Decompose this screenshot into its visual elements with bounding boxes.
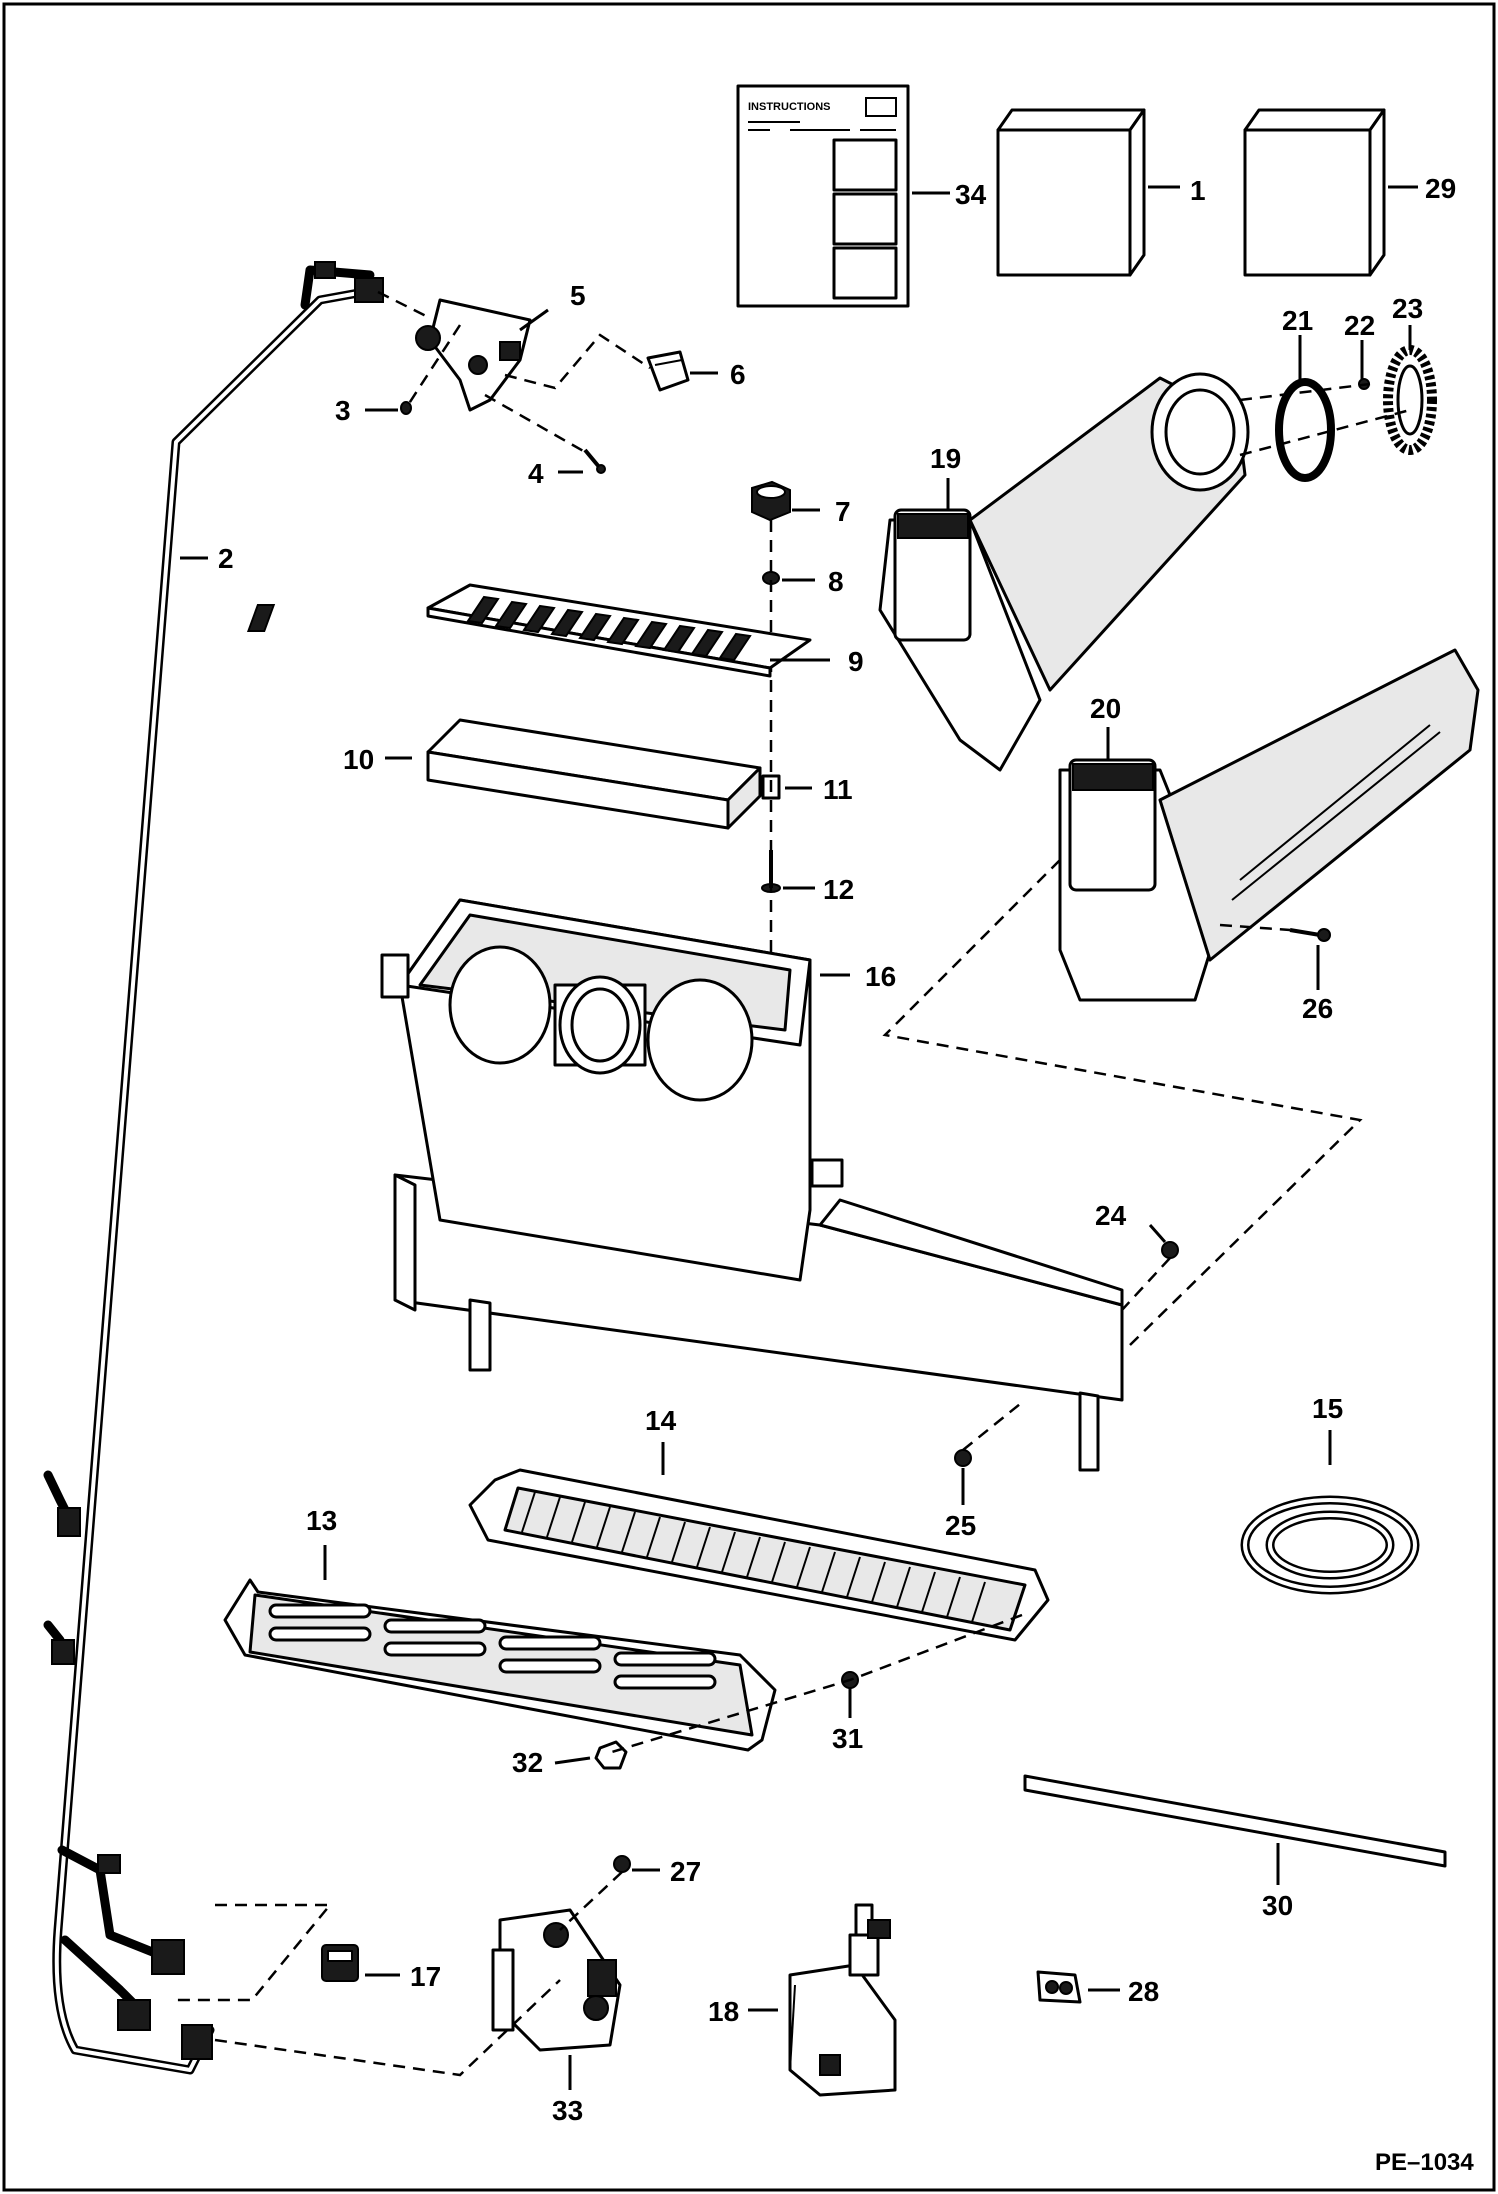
callout-3: 3 [335,395,351,426]
nut-part-27 [613,1855,631,1873]
screw-part-26 [1289,928,1331,942]
dash-ring-22 [1239,382,1371,402]
dash-wire-to-switch [377,290,431,320]
callout-13: 13 [306,1505,337,1536]
callout-14: 14 [645,1405,677,1436]
panel-part-13 [223,1578,777,1752]
duct-part-20 [1058,648,1480,1002]
dash-ring-23 [1239,408,1411,457]
callout-8: 8 [828,566,844,597]
callout-12: 12 [823,874,854,905]
dash-bolt-4 [484,393,586,454]
leader-lines [180,185,1418,2090]
callout-10: 10 [343,744,374,775]
dash-relay-loop [170,1903,333,2002]
blower-housing [380,898,1124,1472]
callout-24: 24 [1095,1200,1127,1231]
hose-part-15 [1240,1495,1420,1595]
callout-33: 33 [552,2095,583,2126]
bolt-part-4 [583,448,606,474]
callout-27: 27 [670,1856,701,1887]
callout-26: 26 [1302,993,1333,1024]
clip-part-28 [1036,1970,1082,2004]
callout-25: 25 [945,1510,976,1541]
dash-valve-27 [559,1871,623,1931]
dash-nut-25 [962,1399,1026,1451]
ring-part-21 [1275,378,1335,482]
knob-part-6 [646,350,690,392]
strip-part-30 [1023,1774,1447,1868]
callout-32: 32 [512,1747,543,1778]
nut-part-24 [1161,1241,1179,1259]
dash-screw-3 [406,324,462,406]
valve-part-18 [788,1903,897,2097]
duct-part-19 [878,372,1250,772]
cap-part-7 [751,480,791,522]
callout-labels: 1 2 3 4 5 6 7 8 9 10 11 12 13 14 15 16 1… [218,173,1456,2126]
callout-22: 22 [1344,310,1375,341]
dash-nut-24 [1121,1257,1171,1311]
dash-screw-26 [1219,923,1291,932]
nut-part-25 [954,1449,972,1467]
box-part-29 [1243,108,1386,277]
callout-21: 21 [1282,305,1313,336]
callout-7: 7 [835,496,851,527]
valve-part-33 [491,1908,622,2052]
callout-31: 31 [832,1723,863,1754]
dash-harness-to-valve [214,1979,561,2077]
callout-20: 20 [1090,693,1121,724]
figure-reference: PE–1034 [1375,2149,1474,2176]
callout-18: 18 [708,1996,739,2027]
dash-duct-to-housing [882,859,1363,1346]
panel-13-louvers [268,1603,717,1690]
callout-16: 16 [865,961,896,992]
callout-11: 11 [823,774,853,805]
ring-part-23 [1383,345,1437,455]
instructions-sheet: INSTRUCTIONS [736,84,910,308]
callout-2: 2 [218,543,234,574]
relay-part-17 [321,1944,359,1982]
filter-part-10 [426,718,762,830]
callout-17: 17 [410,1961,441,1992]
instructions-title: INSTRUCTIONS [748,101,831,113]
panel-part-14 [468,1468,1050,1642]
callout-15: 15 [1312,1393,1343,1424]
callout-4: 4 [528,458,544,489]
box-part-1 [996,108,1146,277]
callout-1: 1 [1190,175,1206,206]
callout-19: 19 [930,443,961,474]
callout-6: 6 [730,359,746,390]
grille-part-9 [246,583,812,678]
callout-9: 9 [848,646,864,677]
dash-knob-to-switch [504,333,651,390]
screw-part-3 [400,401,412,415]
dash-panel-fasteners [611,1613,1023,1754]
switch-bracket [415,298,532,412]
callout-23: 23 [1392,293,1423,324]
wire-harness [43,261,384,2075]
callout-34: 34 [955,179,987,210]
callout-30: 30 [1262,1890,1293,1921]
callout-28: 28 [1128,1976,1159,2007]
knob-part-32 [594,1740,628,1770]
panel-14-slats [521,1491,986,1623]
callout-5: 5 [570,280,586,311]
callout-29: 29 [1425,173,1456,204]
